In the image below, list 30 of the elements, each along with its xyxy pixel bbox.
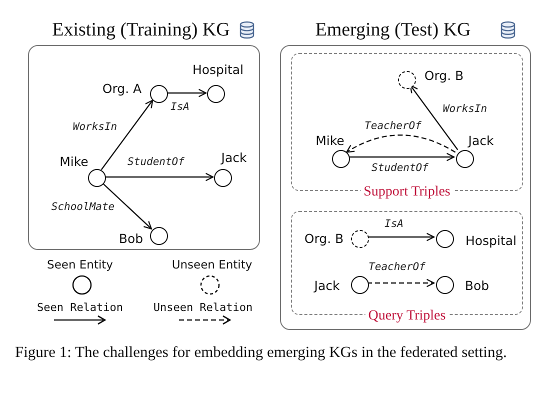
group-title: Support Triples xyxy=(360,184,454,200)
entity-label: Hospital xyxy=(192,63,244,77)
panel-title: Existing (Training) KG xyxy=(52,20,230,42)
dashed-arrow xyxy=(346,134,456,153)
legend-label: Unseen Relation xyxy=(153,302,253,314)
arrow xyxy=(410,84,458,150)
legend-label: Seen Relation xyxy=(36,302,124,314)
entity-label: Org. B xyxy=(304,232,344,246)
group-title: Query Triples xyxy=(365,308,449,324)
entity-label: Bob xyxy=(464,279,490,293)
arrow xyxy=(367,232,435,242)
entity-label: Mike xyxy=(60,155,88,169)
arrow xyxy=(348,152,455,162)
dashed-arrow xyxy=(367,278,435,288)
entity-label: Mike xyxy=(316,134,344,148)
entity-label: Jack xyxy=(314,279,340,293)
arrow xyxy=(100,100,154,170)
arrow xyxy=(167,88,207,98)
arrow xyxy=(102,182,152,230)
legend-label: Seen Entity xyxy=(47,258,113,272)
entity-label: Org. B xyxy=(424,69,464,83)
legend-label: Unseen Entity xyxy=(172,258,252,272)
entity-label: Bob xyxy=(118,232,144,246)
entity-label: Org. A xyxy=(102,82,142,96)
figure-caption: Figure 1: The challenges for embedding emerging KGs in the federated setting. xyxy=(15,343,508,363)
entity-label: Jack xyxy=(221,151,247,165)
panel-title: Emerging (Test) KG xyxy=(315,20,471,42)
entity-label: Jack xyxy=(468,134,494,148)
entity-label: Hospital xyxy=(466,234,516,248)
arrow xyxy=(105,172,214,182)
